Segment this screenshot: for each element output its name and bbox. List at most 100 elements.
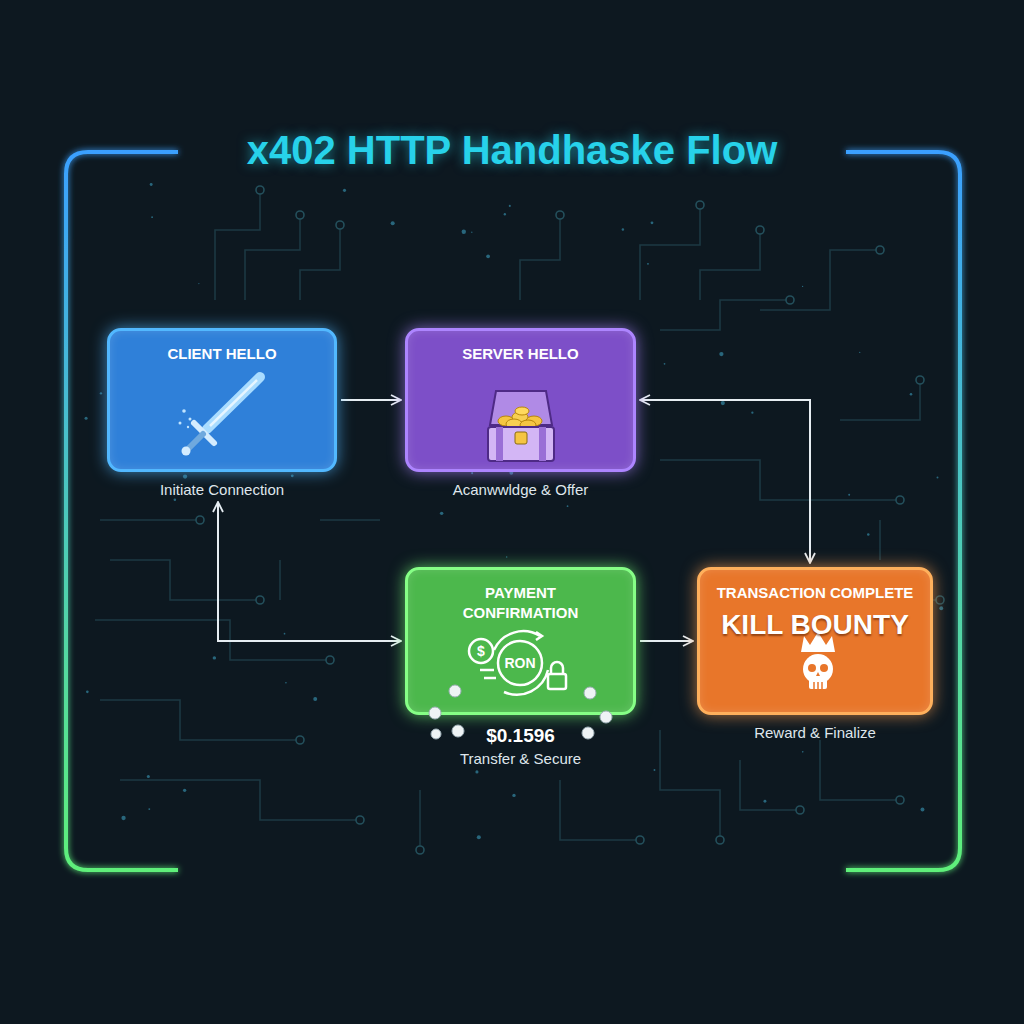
bounty-text: KILL BOUNTY [721, 609, 909, 641]
process-node: CLIENT HELLOInitiate Connection [107, 328, 337, 498]
trace-pads [716, 836, 724, 844]
circuit-traces [660, 730, 720, 840]
diagram-title: x402 HTTP Handhaske Flow [0, 128, 1024, 173]
sparkles [179, 409, 192, 428]
particle [85, 417, 88, 420]
particle [651, 221, 654, 224]
particle [148, 808, 150, 810]
particle [647, 263, 649, 265]
circuit-traces [245, 215, 300, 300]
particle [213, 656, 216, 659]
frame [66, 152, 178, 870]
box-heading: SERVER HELLO [462, 344, 578, 364]
payment-icon [469, 631, 566, 694]
particle [150, 183, 153, 186]
trace-pads [326, 656, 334, 664]
small-coins [431, 729, 441, 739]
particle [509, 205, 511, 207]
particle [802, 751, 804, 753]
circuit-traces [215, 190, 260, 300]
payment-icon [504, 670, 548, 695]
circuit-traces [740, 760, 800, 810]
particle [313, 697, 317, 701]
particle [471, 232, 472, 233]
particle [183, 789, 186, 792]
payment-icon [536, 632, 542, 640]
particle [477, 835, 481, 839]
particles [85, 183, 944, 839]
particle [391, 221, 395, 225]
treasure-chest-icon [490, 391, 552, 425]
particle [86, 691, 89, 694]
circuit-traces [520, 215, 560, 300]
trace-pads [896, 796, 904, 804]
particle [174, 499, 177, 502]
particle [285, 682, 287, 684]
trace-pads [556, 211, 564, 219]
payment-icon [469, 639, 493, 663]
particle [721, 401, 725, 405]
circuit-traces [840, 380, 920, 420]
particle [183, 474, 187, 478]
circuit-traces [100, 700, 300, 740]
frame [66, 152, 960, 870]
trace-pads [296, 736, 304, 744]
trace-pads [256, 596, 264, 604]
sword-icon [182, 447, 191, 456]
sword-icon [189, 434, 203, 448]
payment-icon [551, 662, 563, 674]
box-caption: Transfer & Secure [460, 750, 581, 767]
particle [475, 770, 478, 773]
trace-pads [936, 596, 944, 604]
process-box: TRANSACTION COMPLETEKILL BOUNTY [697, 567, 933, 715]
particle [867, 533, 870, 536]
particle [506, 556, 508, 558]
circuit-traces [320, 519, 380, 521]
skull-crown-icon [809, 676, 827, 689]
skull-crown-icon [821, 682, 823, 689]
box-caption: Acanwwldge & Offer [453, 481, 589, 498]
particle [763, 800, 766, 803]
sword-icon [207, 377, 260, 429]
trace-pads [796, 806, 804, 814]
circuit-traces [640, 205, 700, 300]
trace-pads [786, 296, 794, 304]
particle [567, 505, 569, 507]
box-heading: CLIENT HELLO [167, 344, 276, 364]
particle [622, 228, 624, 230]
circuit-traces [110, 560, 260, 600]
particle [343, 189, 346, 192]
trace-pads [756, 226, 764, 234]
trace-pads [636, 836, 644, 844]
small-coins [600, 711, 612, 723]
particle [198, 283, 199, 284]
circuit-traces [100, 519, 200, 521]
sparkles [182, 409, 186, 413]
box-heading: PAYMENT CONFIRMATION [441, 583, 601, 624]
particle [848, 494, 850, 496]
circuit-traces [95, 190, 940, 850]
skull-crown-icon [813, 682, 815, 689]
sword-icon [210, 380, 257, 426]
icon-text: $ [477, 643, 485, 659]
payment-icon [548, 674, 566, 689]
trace-pads [416, 846, 424, 854]
particle [751, 412, 753, 414]
connector-arrow [341, 399, 401, 401]
particle [100, 392, 102, 394]
small-coins [582, 727, 594, 739]
sparkles [189, 418, 192, 421]
trace-pads [356, 816, 364, 824]
treasure-chest-icon [515, 407, 529, 415]
particle [121, 816, 125, 820]
circuit-traces [700, 230, 760, 300]
particle [291, 474, 294, 477]
particle [486, 254, 490, 258]
process-box: SERVER HELLO [405, 328, 636, 472]
trace-pads [296, 211, 304, 219]
box-caption: Reward & Finalize [754, 724, 876, 741]
skull-crown-icon [820, 664, 828, 672]
payment-icon [480, 669, 494, 672]
small-coins [452, 725, 464, 737]
